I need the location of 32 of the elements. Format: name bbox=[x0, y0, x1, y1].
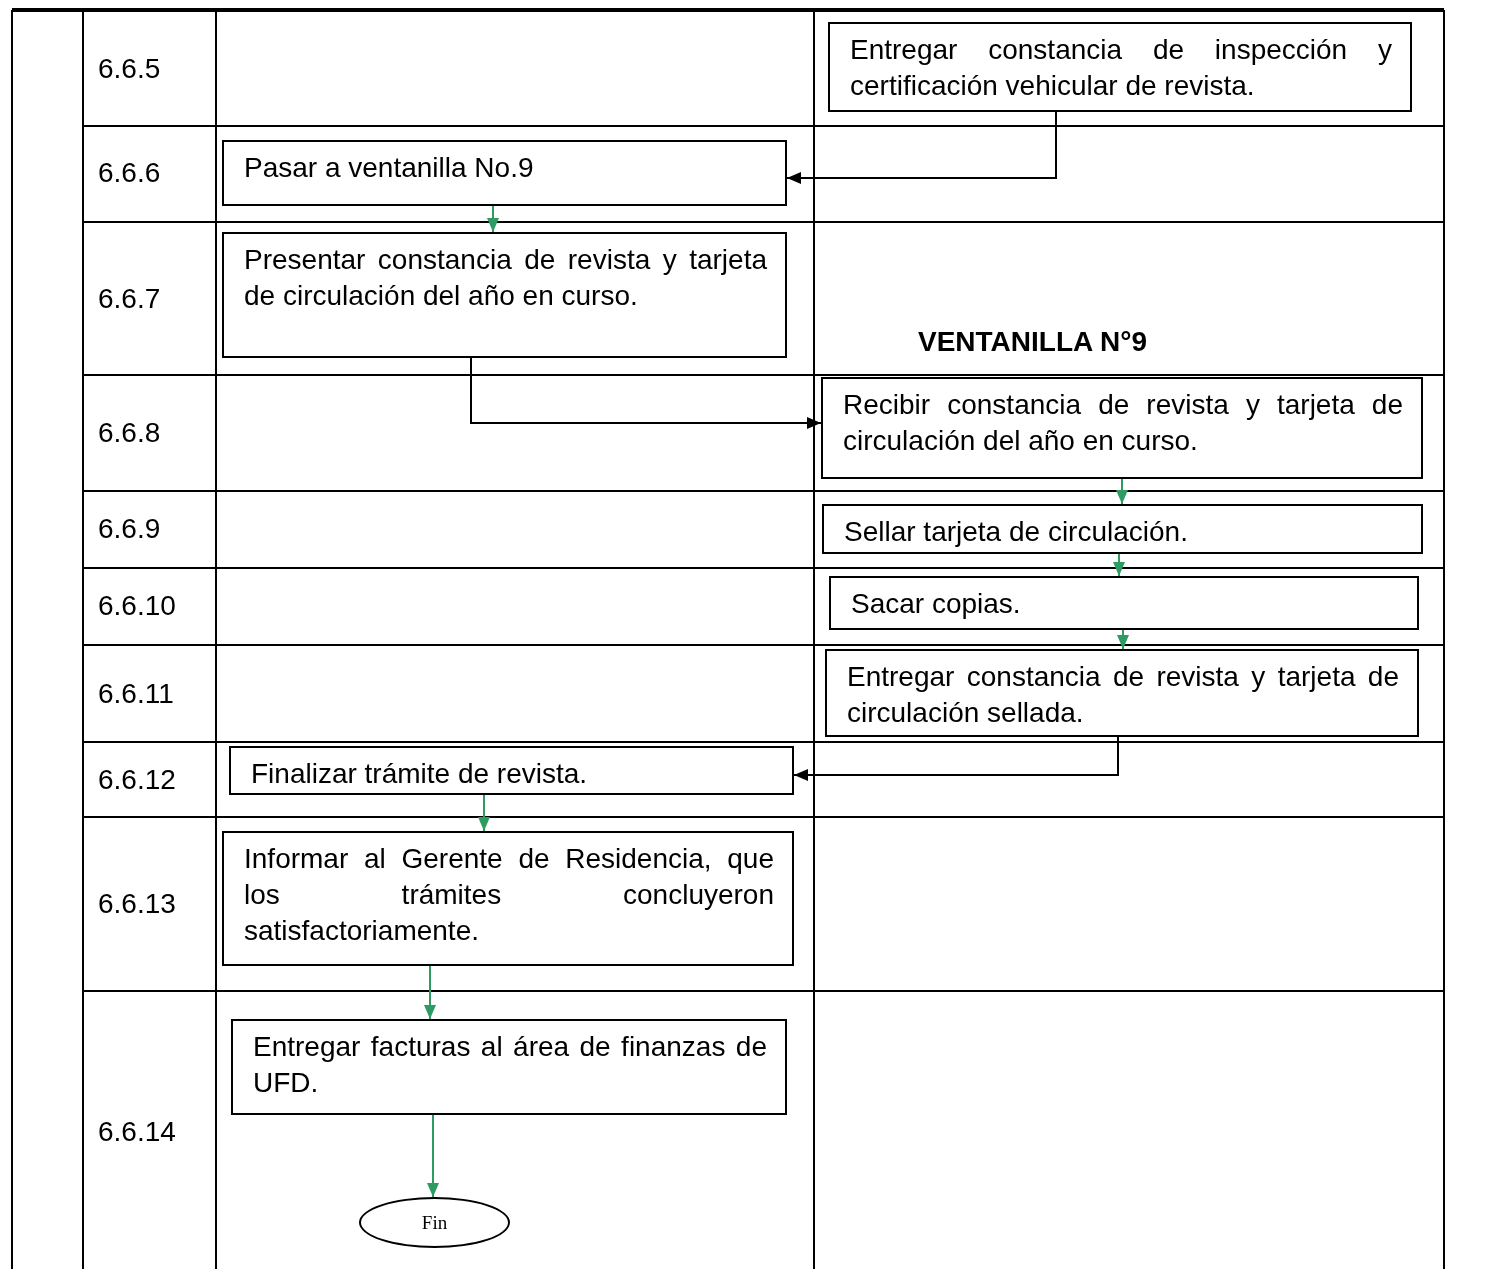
lane-heading: VENTANILLA N°9 bbox=[918, 325, 1147, 359]
process-box: Sacar copias. bbox=[829, 576, 1419, 630]
step-number: 6.6.10 bbox=[98, 589, 176, 623]
process-box: Entregar constancia de inspección y certificación vehicular de revista. bbox=[828, 22, 1412, 112]
step-number: 6.6.7 bbox=[98, 282, 161, 316]
arrow bbox=[487, 205, 499, 233]
arrow bbox=[427, 1114, 439, 1198]
step-number: 6.6.5 bbox=[98, 52, 161, 86]
arrow bbox=[1113, 553, 1125, 577]
step-number: 6.6.14 bbox=[98, 1115, 176, 1149]
arrow bbox=[793, 736, 1119, 781]
step-number: 6.6.12 bbox=[98, 763, 176, 797]
arrow bbox=[478, 794, 490, 832]
end-ellipse: Fin bbox=[359, 1197, 510, 1248]
arrow bbox=[1117, 629, 1129, 650]
process-box: Pasar a ventanilla No.9 bbox=[222, 140, 787, 206]
step-number: 6.6.13 bbox=[98, 887, 176, 921]
arrow bbox=[424, 965, 436, 1020]
process-box: Sellar tarjeta de circulación. bbox=[822, 504, 1423, 554]
process-box: Entregar constancia de revista y tarjeta de circulación sellada. bbox=[825, 649, 1419, 737]
arrow bbox=[1116, 478, 1128, 505]
step-number: 6.6.6 bbox=[98, 156, 161, 190]
arrow bbox=[786, 111, 1057, 184]
process-box: Presentar constancia de revista y tarjeta de circulación del año en curso. bbox=[222, 232, 787, 358]
process-box: Recibir constancia de revista y tarjeta de circulación del año en curso. bbox=[821, 377, 1423, 479]
process-box: Entregar facturas al área de finanzas de UFD. bbox=[231, 1019, 787, 1115]
step-number: 6.6.9 bbox=[98, 512, 161, 546]
process-box: Finalizar trámite de revista. bbox=[229, 746, 794, 795]
arrow bbox=[470, 357, 822, 429]
step-number: 6.6.8 bbox=[98, 416, 161, 450]
process-box: Informar al Gerente de Residencia, que los trámites concluyeron satisfactoriamente. bbox=[222, 831, 794, 966]
step-number: 6.6.11 bbox=[98, 677, 174, 711]
